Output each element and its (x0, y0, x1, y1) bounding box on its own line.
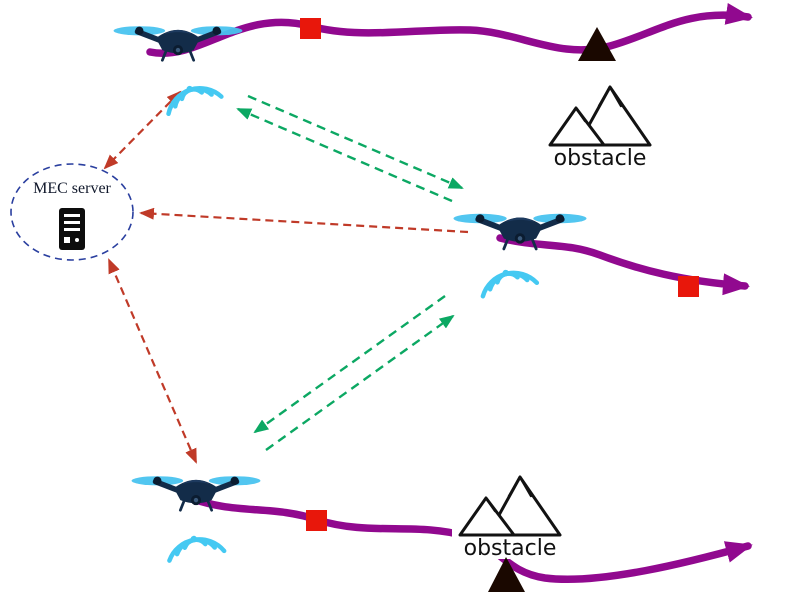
uav-bottom-wifi (166, 531, 224, 561)
wifi-signal-icon (166, 531, 224, 561)
uav-uav-links (236, 94, 464, 451)
trajectory-uav-middle (496, 234, 750, 296)
link-uav-bottom-to-middle (265, 314, 455, 451)
link-uav-middle-mec (139, 207, 469, 234)
link-uav-middle-to-top (236, 107, 453, 203)
waypoint-triangle-bottom (488, 557, 525, 592)
mec-server: MEC server (10, 163, 134, 261)
mec-server-label: MEC server (33, 180, 111, 197)
link-uav-top-to-middle (247, 94, 464, 190)
waypoint-square-middle (678, 276, 699, 297)
link-uav-bottom-mec (107, 258, 198, 464)
uav-top-wifi (162, 77, 221, 113)
uav-top (114, 26, 243, 60)
obstacle-label: obstacle (554, 146, 647, 171)
obstacle-top: obstacle (542, 81, 658, 171)
link-uav-top-mec (103, 90, 182, 170)
uav-middle-wifi (478, 263, 537, 296)
obstacle-bottom: obstacle (452, 471, 568, 561)
waypoint-square-bottom (306, 510, 327, 531)
uav-mec-links (103, 90, 469, 464)
link-uav-middle-to-bottom (253, 295, 446, 434)
obstacle-label: obstacle (464, 536, 557, 561)
waypoint-triangle-top (578, 27, 616, 61)
drone-icon (114, 26, 243, 60)
wifi-signal-icon (478, 263, 537, 296)
trajectory-markers (300, 18, 699, 592)
server-icon (59, 208, 85, 250)
uav-trajectories (146, 3, 753, 584)
wifi-signal-icon (162, 77, 221, 113)
trajectory-uav-top (146, 3, 753, 57)
waypoint-square-top (300, 18, 321, 39)
